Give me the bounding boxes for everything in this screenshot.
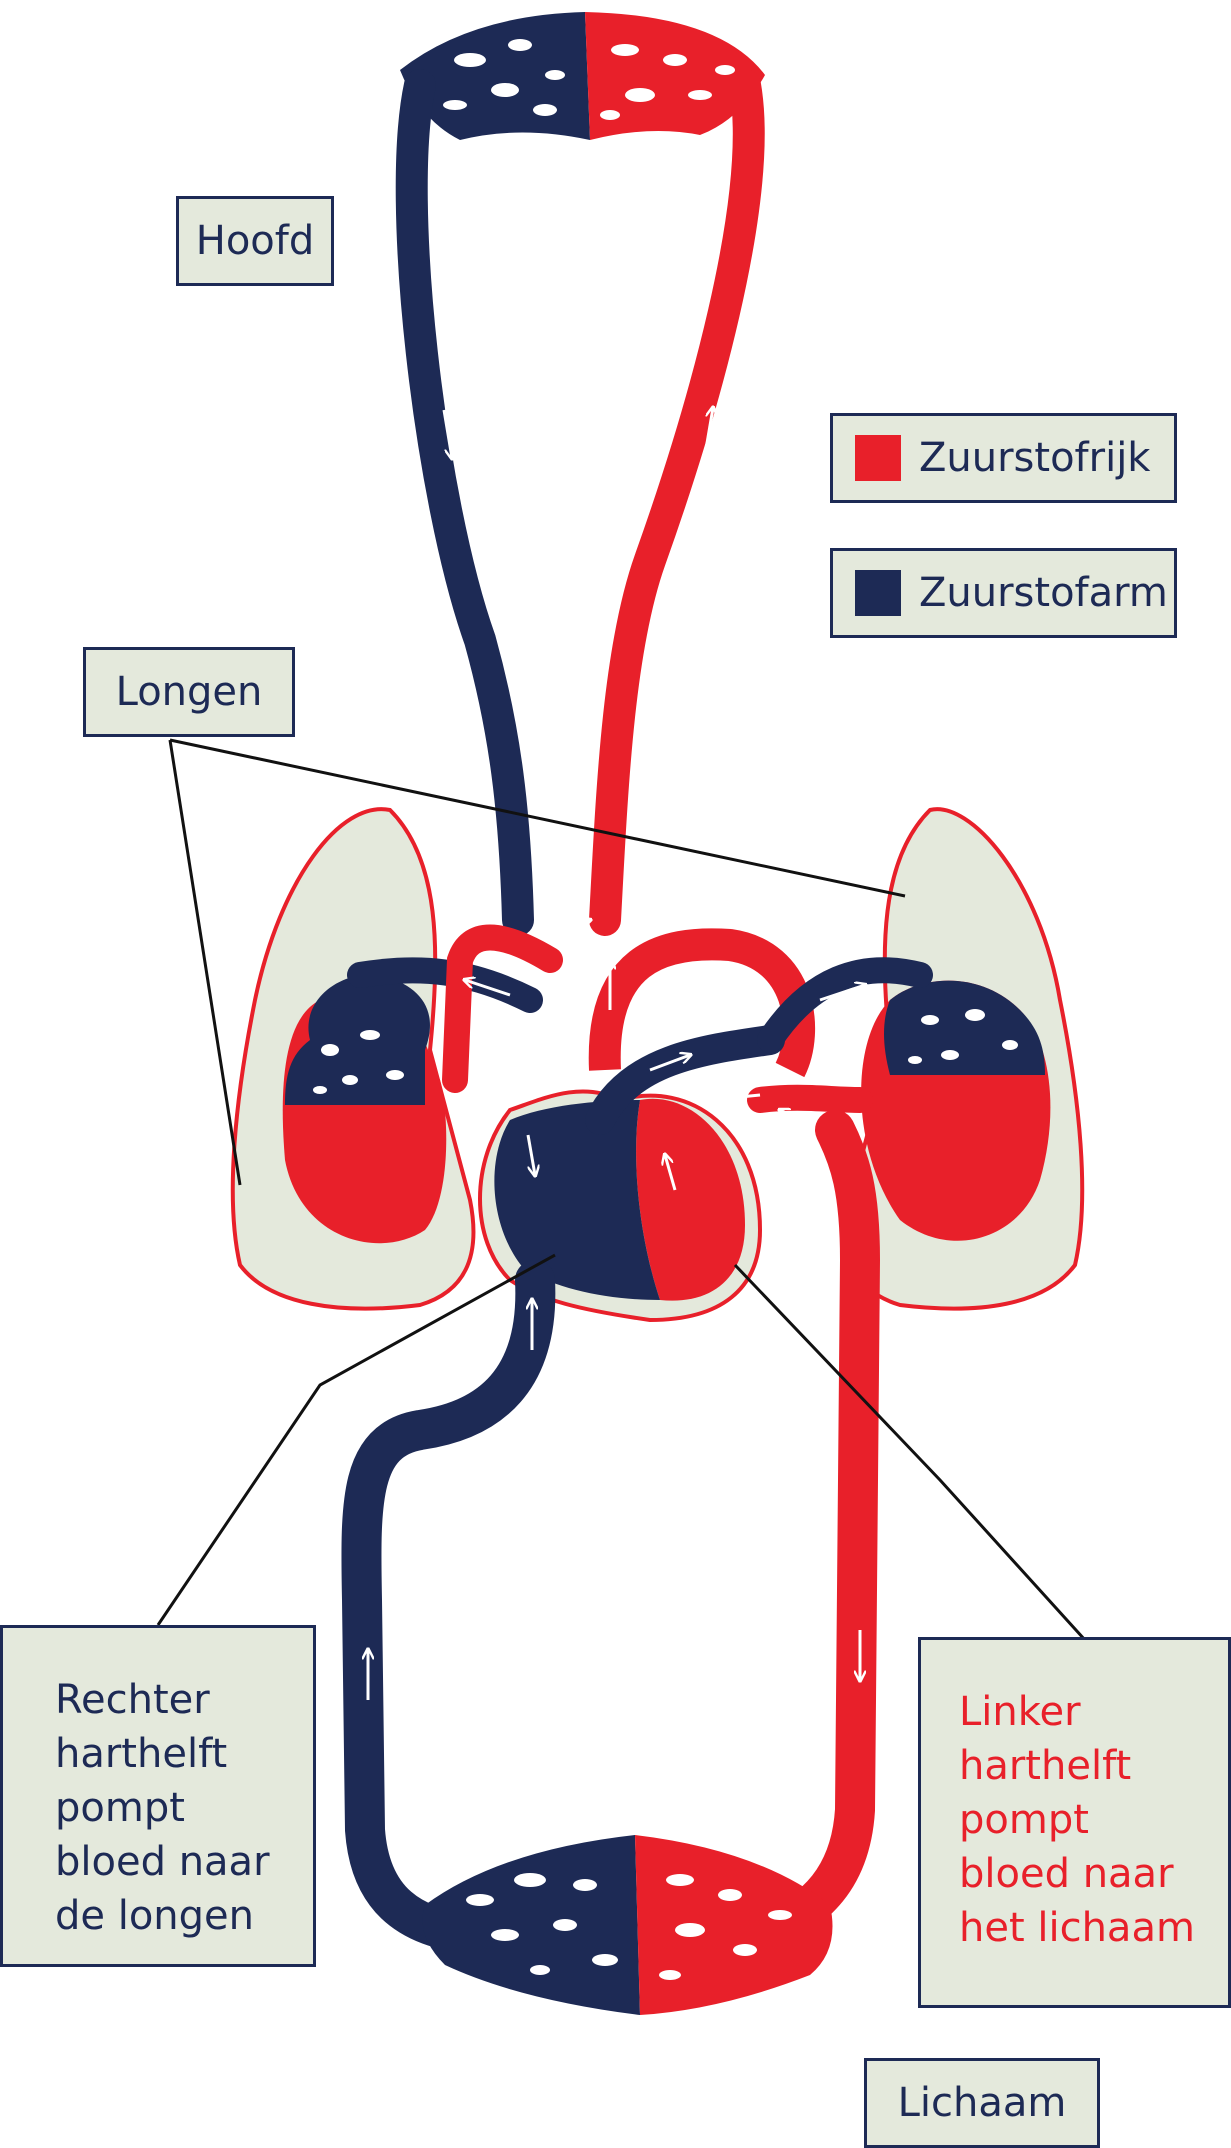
pulmonary-vein-right bbox=[757, 957, 933, 1053]
vein-from-body bbox=[341, 1260, 556, 1955]
right-heart-half bbox=[494, 1100, 660, 1300]
vein-from-head bbox=[395, 69, 534, 936]
oxygen-rich-swatch bbox=[855, 435, 901, 481]
caption-line: pompt bbox=[959, 1797, 1089, 1843]
legend-oxygen-rich: Zuurstofrijk bbox=[830, 413, 1177, 503]
legend-oxygen-poor: Zuurstofarm bbox=[830, 548, 1177, 638]
left-heart-half bbox=[636, 1098, 745, 1301]
left-lung bbox=[230, 807, 476, 1311]
arrow-head-vein bbox=[442, 409, 452, 458]
caption-line: de longen bbox=[55, 1893, 255, 1939]
caption-line: bloed naar bbox=[959, 1851, 1174, 1897]
pulmonary-artery-left bbox=[442, 924, 563, 1093]
heart bbox=[478, 928, 816, 1323]
body-capillaries bbox=[422, 1835, 833, 2015]
head-label: Hoofd bbox=[176, 196, 334, 286]
arrow-head-artery bbox=[703, 408, 713, 456]
oxygen-poor-label: Zuurstofarm bbox=[919, 570, 1168, 616]
head-capillaries bbox=[400, 12, 765, 140]
caption-line: Rechter bbox=[55, 1677, 210, 1723]
pulmonary-artery-right bbox=[747, 1084, 873, 1113]
caption-line: pompt bbox=[55, 1785, 185, 1831]
caption-line: harthelft bbox=[55, 1731, 228, 1777]
left-heart-half-caption: Linker harthelft pompt bloed naar het li… bbox=[918, 1637, 1231, 2008]
caption-line: Linker bbox=[959, 1689, 1081, 1735]
circulation-arrows bbox=[465, 920, 865, 1191]
lungs-label: Longen bbox=[83, 647, 295, 737]
right-lung bbox=[844, 807, 1085, 1311]
right-heart-half-caption: Rechter harthelft pompt bloed naar de lo… bbox=[0, 1625, 316, 1967]
oxygen-rich-label: Zuurstofrijk bbox=[919, 435, 1151, 481]
body-label: Lichaam bbox=[864, 2058, 1100, 2148]
caption-line: het lichaam bbox=[959, 1905, 1195, 1951]
pulmonary-vein-left bbox=[347, 957, 543, 1013]
caption-line: harthelft bbox=[959, 1743, 1132, 1789]
caption-line: bloed naar bbox=[55, 1839, 270, 1885]
artery-to-head bbox=[589, 69, 765, 936]
leader-lines bbox=[156, 738, 1087, 1642]
oxygen-poor-swatch bbox=[855, 570, 901, 616]
